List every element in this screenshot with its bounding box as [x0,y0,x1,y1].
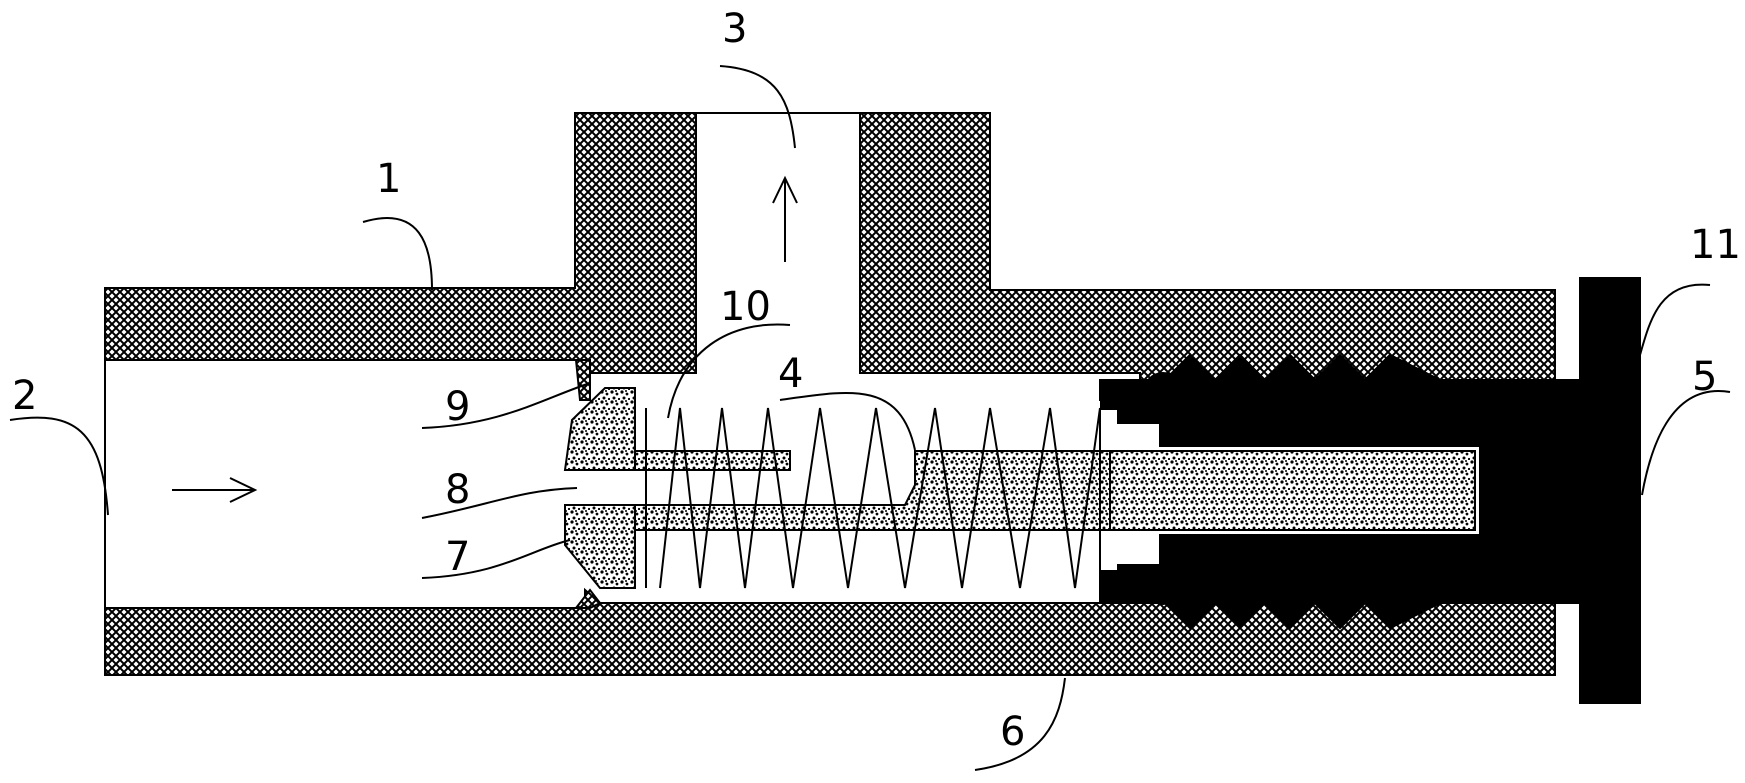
label-2: 2 [12,373,37,419]
valve-seat-lower [573,588,602,609]
leader-5 [1641,390,1731,496]
retainer-lower [1100,570,1118,603]
o-ring-upper [1143,372,1183,412]
label-8: 8 [445,467,470,513]
label-5: 5 [1692,354,1717,400]
label-4: 4 [778,351,803,397]
leader-4 [779,391,916,451]
leader-8 [421,487,578,519]
label-6: 6 [1000,709,1025,755]
label-1: 1 [376,156,401,202]
leader-2 [9,416,109,516]
label-9: 9 [445,384,470,430]
leader-10 [667,323,791,419]
label-11: 11 [1690,222,1741,268]
leader-9 [421,382,591,429]
label-3: 3 [722,6,747,52]
adjusting-screw [1099,277,1641,704]
o-ring-lower [1143,565,1183,605]
flow-arrow-inlet [172,477,258,503]
spring [645,407,1101,589]
leader-lines [9,65,1731,771]
flow-arrow-outlet [772,175,798,262]
stem-bore [1109,450,1476,531]
retainer-upper [1100,380,1118,410]
label-7: 7 [445,534,470,580]
leader-11 [1639,283,1711,356]
label-10: 10 [720,284,771,330]
leader-7 [421,539,571,579]
leader-1 [362,217,433,291]
leader-3 [719,65,796,149]
leader-6 [974,677,1066,771]
valve-seat-upper [574,359,591,401]
